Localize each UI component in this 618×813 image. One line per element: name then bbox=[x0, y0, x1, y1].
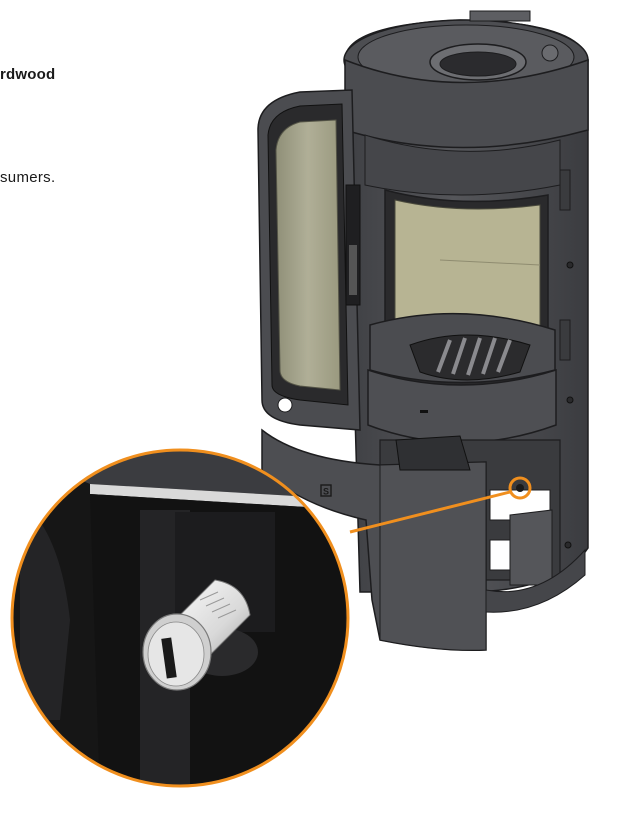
zoom-detail bbox=[10, 448, 350, 788]
stove-door bbox=[257, 89, 361, 431]
callout-target-ring bbox=[508, 476, 532, 500]
adjustment-knob bbox=[142, 579, 258, 691]
logo-stamp bbox=[320, 484, 332, 497]
body-text-fragment: sumers. bbox=[0, 169, 56, 186]
callout-line bbox=[349, 490, 511, 534]
heading-fragment: rdwood bbox=[0, 66, 56, 83]
logo-letter: S bbox=[323, 487, 329, 497]
stove-base: S bbox=[261, 428, 586, 652]
